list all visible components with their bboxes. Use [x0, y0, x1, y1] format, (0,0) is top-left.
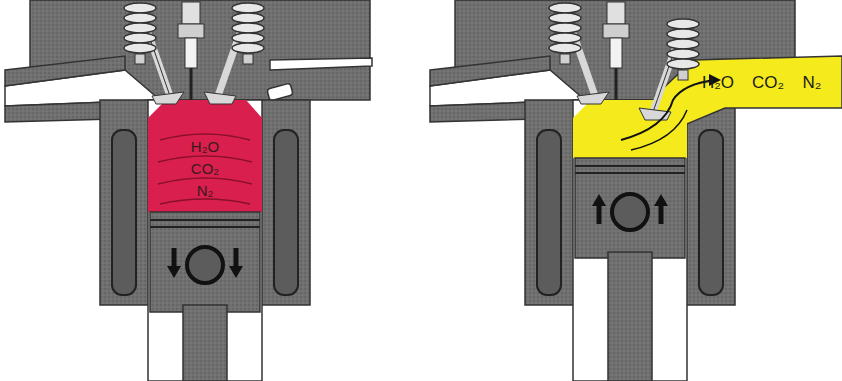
gas-label: H₂O: [191, 139, 219, 154]
gas-label: N₂: [197, 183, 214, 198]
gas-label: H₂O: [702, 74, 734, 91]
gas-label: N₂: [803, 74, 822, 91]
gas-label: CO₂: [752, 74, 784, 91]
gas-label: CO₂: [191, 161, 219, 176]
